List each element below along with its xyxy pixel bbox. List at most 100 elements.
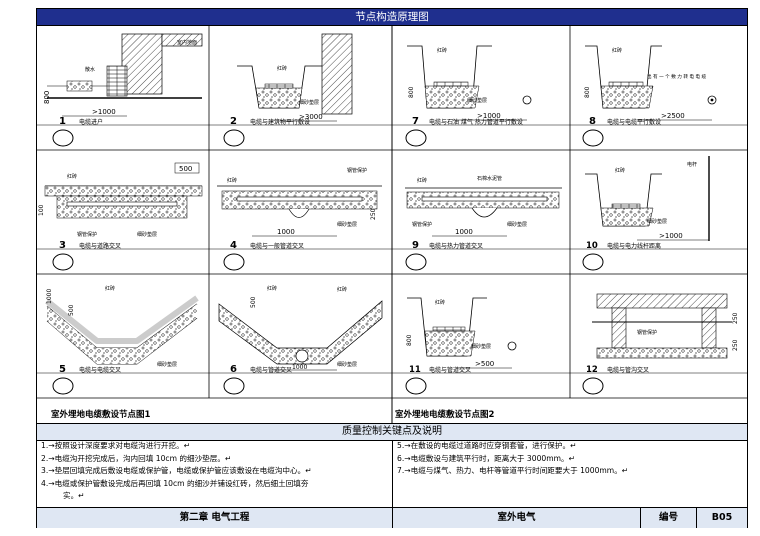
svg-text:细砂垫层: 细砂垫层 xyxy=(507,221,527,228)
svg-text:红砖: 红砖 xyxy=(615,167,625,174)
note-item: 1.→按照设计深度要求对电缆沟进行开挖。↵ xyxy=(41,441,191,450)
svg-text:钢管保护: 钢管保护 xyxy=(347,167,367,174)
detail-label: 电缆与热力管道交叉 xyxy=(429,243,484,250)
page-title: 节点构造原理图 xyxy=(37,9,747,25)
note-item: 实。↵ xyxy=(63,491,85,500)
svg-text:800: 800 xyxy=(408,86,415,98)
svg-text:红砖: 红砖 xyxy=(227,177,237,184)
detail-1-drawing: 室内地面 散水 800 >1000 xyxy=(43,33,203,117)
detail-4-drawing: 钢管保护 红砖 细砂垫层 250 1000 xyxy=(217,167,382,237)
node-drawings: 室内地面 散水 800 >1000 红砖 细砂垫层 >3000 xyxy=(37,26,747,426)
detail-number: 10 xyxy=(586,241,598,251)
svg-text:1000: 1000 xyxy=(277,228,295,236)
svg-text:红砖: 红砖 xyxy=(105,285,115,292)
svg-text:1000: 1000 xyxy=(455,228,473,236)
svg-text:250: 250 xyxy=(732,339,739,351)
detail-number: 11 xyxy=(409,365,421,375)
detail-label: 电缆与道路交叉 xyxy=(79,243,122,250)
svg-text:室内地面: 室内地面 xyxy=(177,39,197,46)
svg-text:1000: 1000 xyxy=(46,289,53,304)
detail-label: 电缆与电缆交叉 xyxy=(79,367,122,374)
note-item: 4.→电缆或保护管敷设完成后再回填 10cm 的细沙并铺设红砖，然后细土回填夯 xyxy=(41,478,309,488)
svg-text:石棉水泥管: 石棉水泥管 xyxy=(477,175,502,182)
svg-text:细砂垫层: 细砂垫层 xyxy=(337,361,357,368)
svg-text:>2500: >2500 xyxy=(661,112,685,120)
note-item: 2.→电缆沟开挖完成后，沟内回填 10cm 的细沙垫层。↵ xyxy=(41,453,232,463)
svg-text:红砖: 红砖 xyxy=(67,173,77,180)
note-item: 6.→电缆敷设与建筑平行时，距离大于 3000mm。↵ xyxy=(397,453,576,463)
detail-label: 电缆与建筑物平行敷设 xyxy=(250,119,311,126)
footer-code-value: B05 xyxy=(711,512,733,523)
svg-text:800: 800 xyxy=(406,334,413,346)
svg-text:800: 800 xyxy=(43,91,51,104)
svg-text:>500: >500 xyxy=(475,360,494,368)
detail-label: 电缆与管道交叉 xyxy=(429,367,472,374)
svg-text:细砂垫层: 细砂垫层 xyxy=(157,361,177,368)
svg-text:100: 100 xyxy=(38,204,45,216)
detail-7-drawing: 红砖 细砂垫层 800 >1000 xyxy=(407,45,532,121)
figure-area: 室内地面 散水 800 >1000 红砖 细砂垫层 >3000 xyxy=(37,25,747,426)
footer-chapter: 第二章 电气工程 xyxy=(37,508,393,528)
svg-text:500: 500 xyxy=(250,296,257,308)
detail-label: 电缆与石油 煤气 热力管道平行敷设 xyxy=(429,119,523,126)
svg-text:红砖: 红砖 xyxy=(417,177,427,184)
detail-label: 电缆与管道交叉 xyxy=(250,367,293,374)
svg-text:出 有 一 个 敷 力 转 电 电 缆: 出 有 一 个 敷 力 转 电 电 缆 xyxy=(647,73,706,80)
svg-text:>1000: >1000 xyxy=(477,112,501,120)
qc-title-text: 质量控制关键点及说明 xyxy=(342,426,442,437)
qc-section-title: 质量控制关键点及说明 xyxy=(37,423,747,441)
detail-number: 12 xyxy=(586,365,598,375)
svg-text:500: 500 xyxy=(68,304,75,316)
detail-number: 2 xyxy=(230,116,237,127)
detail-number: 8 xyxy=(589,116,596,127)
svg-text:500: 500 xyxy=(179,165,192,173)
caption-text: 室外埋地电缆敷设节点图1 xyxy=(51,410,151,420)
detail-number: 9 xyxy=(412,240,419,251)
detail-label: 电缆与电力线杆距离 xyxy=(607,243,662,250)
svg-text:红砖: 红砖 xyxy=(277,65,287,72)
footer-code-label: 编号 xyxy=(641,508,697,528)
notes-right: 5.→在敷设的电缆过道路时应穿钢套管，进行保护。↵ 6.→电缆敷设与建筑平行时，… xyxy=(397,440,742,478)
detail-number: 3 xyxy=(59,240,66,251)
svg-text:细砂垫层: 细砂垫层 xyxy=(647,218,667,225)
svg-text:红砖: 红砖 xyxy=(337,286,347,293)
svg-text:钢管保护: 钢管保护 xyxy=(637,329,657,336)
detail-label: 电缆与电缆平行敷设 xyxy=(607,119,662,126)
svg-text:红砖: 红砖 xyxy=(435,299,445,306)
detail-11-drawing: 红砖 细砂垫层 800 >500 xyxy=(406,297,517,369)
detail-6-drawing: 红砖 红砖 细砂垫层 500 1000 xyxy=(218,285,383,371)
detail-label: 电缆与管沟交叉 xyxy=(607,367,650,374)
svg-text:细砂垫层: 细砂垫层 xyxy=(299,99,319,106)
detail-10-drawing: 电杆 红砖 细砂垫层 >1000 xyxy=(585,156,710,241)
svg-text:>1000: >1000 xyxy=(659,232,683,240)
detail-5-drawing: 红砖 细砂垫层 1000 500 xyxy=(45,285,199,368)
detail-badges xyxy=(52,129,604,395)
svg-text:250: 250 xyxy=(370,208,377,220)
svg-text:细砂垫层: 细砂垫层 xyxy=(137,231,157,238)
svg-text:电杆: 电杆 xyxy=(687,161,697,168)
svg-text:800: 800 xyxy=(584,86,591,98)
caption-text: 室外埋地电缆敷设节点图2 xyxy=(395,410,495,420)
detail-3-drawing: 500 红砖 钢管保护 细砂垫层 100 xyxy=(38,162,203,238)
svg-text:钢管保护: 钢管保护 xyxy=(412,221,432,228)
detail-12-drawing: 钢管保护 250 250 xyxy=(592,293,739,359)
figure-caption-right: 室外埋地电缆敷设节点图2 xyxy=(395,408,494,420)
svg-text:红砖: 红砖 xyxy=(267,285,277,292)
detail-9-drawing: 石棉水泥管 红砖 钢管保护 细砂垫层 1000 xyxy=(405,175,562,237)
svg-text:>3000: >3000 xyxy=(299,113,323,121)
svg-text:细砂垫层: 细砂垫层 xyxy=(337,221,357,228)
svg-text:散水: 散水 xyxy=(85,66,95,73)
notes-divider xyxy=(392,440,393,507)
note-item: 5.→在敷设的电缆过道路时应穿钢套管，进行保护。↵ xyxy=(397,441,577,450)
footer-bar: 第二章 电气工程 室外电气 编号 B05 xyxy=(37,507,747,528)
note-item: 3.→垫层回填完成后敷设电缆或保护管，电缆或保护管应该敷设在电缆沟中心。↵ xyxy=(41,466,312,475)
figure-caption-left: 室外埋地电缆敷设节点图1 xyxy=(51,408,150,420)
svg-text:250: 250 xyxy=(732,312,739,324)
title-text: 节点构造原理图 xyxy=(355,11,429,23)
svg-text:细砂垫层: 细砂垫层 xyxy=(467,97,487,104)
svg-text:1000: 1000 xyxy=(292,364,307,371)
detail-number: 7 xyxy=(412,116,419,127)
svg-text:红砖: 红砖 xyxy=(437,47,447,54)
svg-text:细砂垫层: 细砂垫层 xyxy=(471,343,491,350)
footer-section: 室外电气 xyxy=(393,508,641,528)
